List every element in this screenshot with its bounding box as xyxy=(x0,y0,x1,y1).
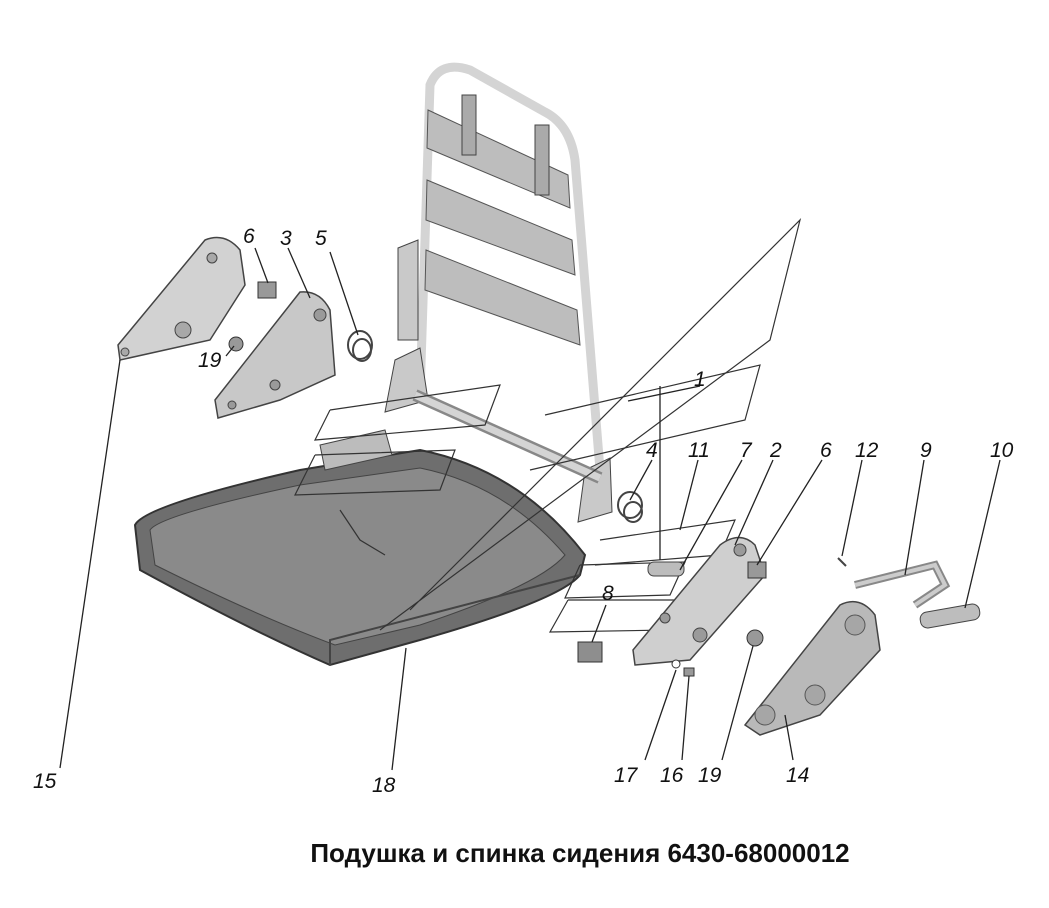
callout-18: 18 xyxy=(372,774,396,797)
cover-plate xyxy=(743,600,881,736)
callout-17: 17 xyxy=(614,764,639,787)
right-hinge-plate xyxy=(632,536,766,666)
washer-17 xyxy=(671,659,681,669)
callout-19-left: 19 xyxy=(198,349,222,372)
cotter-pin xyxy=(837,557,847,567)
callout-8: 8 xyxy=(602,582,614,605)
lever-rod xyxy=(854,560,951,609)
spring-5 xyxy=(347,330,373,362)
callout-16: 16 xyxy=(660,764,684,787)
callout-1: 1 xyxy=(694,368,706,391)
callout-12: 12 xyxy=(855,439,879,462)
callout-6-right: 6 xyxy=(820,439,832,462)
spring-4 xyxy=(617,491,643,523)
seat-cushion xyxy=(133,429,587,667)
callout-10: 10 xyxy=(990,439,1014,462)
diagram-caption: Подушка и спинка сидения 6430-68000012 xyxy=(310,838,849,868)
callout-2: 2 xyxy=(769,439,782,462)
callout-3: 3 xyxy=(280,227,292,250)
leader-lines xyxy=(59,247,1001,771)
seat-back-frame xyxy=(384,62,613,523)
callout-4: 4 xyxy=(646,439,658,462)
handle xyxy=(919,603,981,629)
callout-6-left: 6 xyxy=(243,225,255,248)
callout-7: 7 xyxy=(740,439,753,462)
bolt-6-left xyxy=(257,281,277,299)
pin-7 xyxy=(647,561,685,577)
callout-14: 14 xyxy=(786,764,809,787)
callout-15: 15 xyxy=(33,770,57,793)
callout-9: 9 xyxy=(920,439,932,462)
sleeve-8 xyxy=(577,641,603,663)
bracket xyxy=(214,291,336,419)
callout-19-right: 19 xyxy=(698,764,722,787)
nut-19-right xyxy=(746,629,764,647)
left-hinge-plate xyxy=(117,236,246,361)
callout-5: 5 xyxy=(315,227,327,250)
callout-labels: 6 3 5 19 1 4 11 7 2 6 12 9 10 8 15 18 17… xyxy=(33,225,1014,797)
callout-11: 11 xyxy=(688,439,710,462)
bolt-6-right xyxy=(747,561,767,579)
screw-16 xyxy=(683,667,695,677)
